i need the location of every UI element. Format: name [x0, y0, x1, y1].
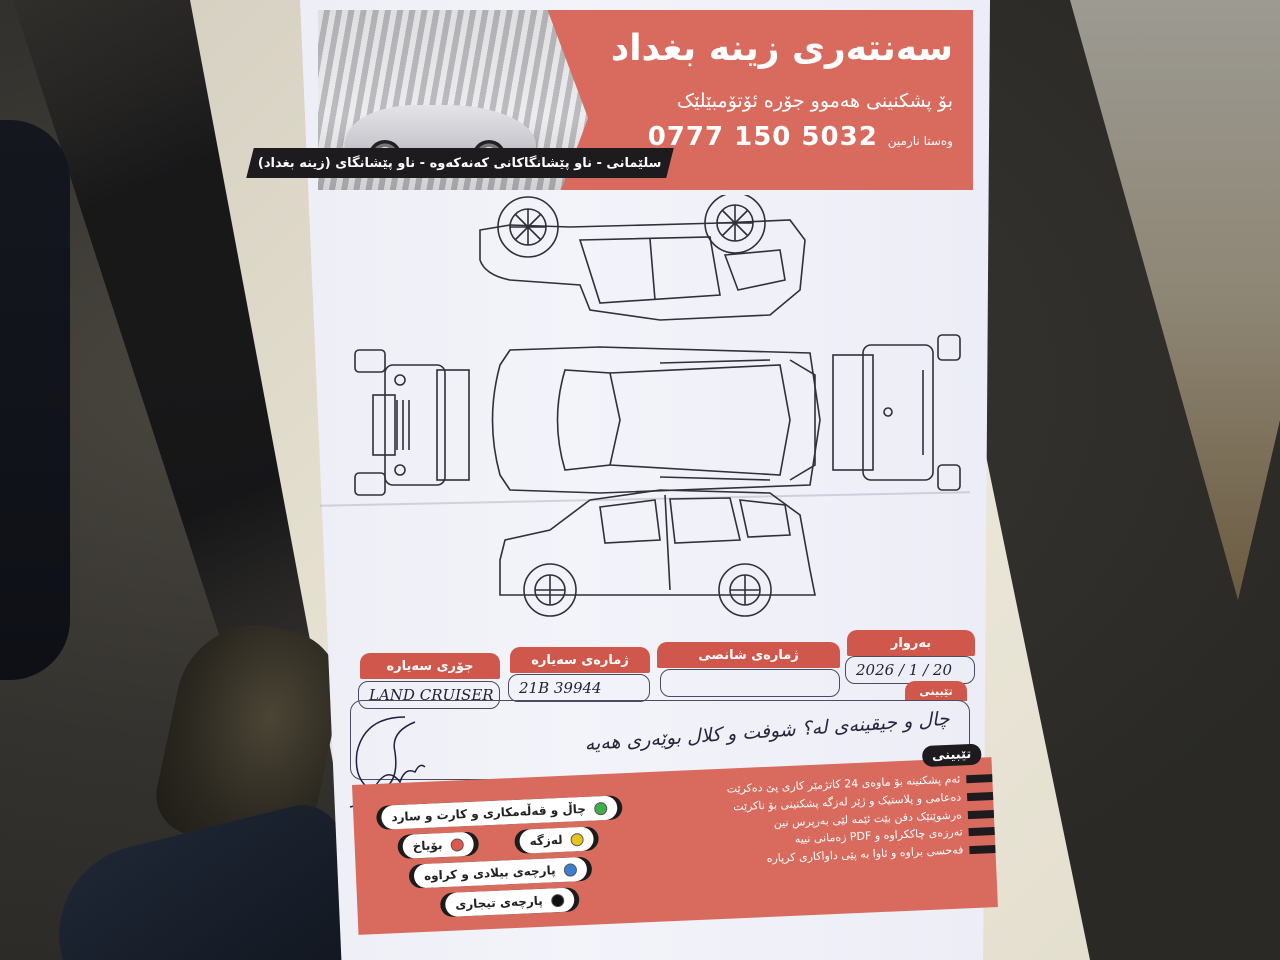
business-subtitle: بۆ پشکنینی هەموو جۆرە ئۆتۆمبێلێک — [677, 90, 953, 112]
legend-item-commercial-parts: پارچەی تیجاری — [444, 887, 575, 918]
bar-bullet-icon — [966, 774, 993, 784]
contact-info: وەستا نارمین 0777 150 5032 — [648, 122, 953, 152]
car-diagram-front — [354, 349, 470, 496]
car-number-label: ژمارەی سەیارە — [510, 647, 650, 673]
car-type-label: جۆری سەیارە — [360, 653, 500, 679]
car-diagram-rear — [832, 334, 961, 491]
legend-item-paint: بۆیاخ — [402, 831, 474, 859]
business-title: سەنتەری زینە بغداد — [610, 28, 953, 69]
notes-list: ئەم پشکنینە بۆ ماوەی 24 کاتژمێر کاری پێ … — [662, 771, 996, 874]
phone-number: 0777 150 5032 — [647, 122, 878, 152]
car-diagram-side — [499, 489, 816, 617]
black-dot-icon — [550, 893, 564, 907]
chassis-number-label: ژمارەی شانصی — [657, 642, 840, 668]
car-diagram-upside-down-side — [479, 195, 806, 321]
yellow-dot-icon — [570, 832, 584, 847]
red-dot-icon — [450, 837, 464, 852]
car-diagram-top — [491, 346, 821, 494]
legend-item-original-parts: پارچەی بیلادی و کراوە — [413, 856, 588, 889]
notes-heading: تێبینی — [921, 743, 982, 768]
car-number-field[interactable]: 21B 39944 — [508, 674, 650, 702]
legend-label: بۆیاخ — [412, 838, 443, 854]
date-field[interactable]: 2026 / 1 / 20 — [845, 656, 975, 684]
person-leg-left — [0, 120, 70, 680]
legend-label: لەزگە — [529, 832, 563, 849]
bar-bullet-icon — [966, 791, 994, 801]
legend-label: پارچەی تیجاری — [455, 893, 544, 912]
note-tab-label: تێبینی — [905, 681, 967, 701]
legend-item-dents: چاڵ و قەڵەمکاری و کارت و سارد — [380, 795, 618, 830]
legend-label: پارچەی بیلادی و کراوە — [423, 863, 556, 883]
bar-bullet-icon — [968, 827, 995, 837]
legend-and-notes-footer: چاڵ و قەڵەمکاری و کارت و سارد لەزگە بۆیا… — [352, 743, 998, 935]
car-type-field[interactable]: LAND CRUISER — [358, 681, 500, 709]
legend-label: چاڵ و قەڵەمکاری و کارت و سارد — [391, 801, 587, 825]
chassis-number-field[interactable] — [660, 669, 840, 697]
date-label: بەروار — [847, 630, 975, 656]
contact-name: وەستا نارمین — [887, 134, 953, 148]
green-dot-icon — [593, 801, 608, 815]
blue-dot-icon — [563, 862, 577, 877]
bar-bullet-icon — [969, 844, 996, 855]
address-text: سلێمانی - ناو پێشانگاکانی کەنەکەوە - ناو… — [258, 155, 662, 171]
bar-bullet-icon — [967, 809, 995, 819]
address-band: سلێمانی - ناو پێشانگاکانی کەنەکەوە - ناو… — [246, 148, 674, 178]
legend-item-putty: لەزگە — [519, 826, 595, 854]
